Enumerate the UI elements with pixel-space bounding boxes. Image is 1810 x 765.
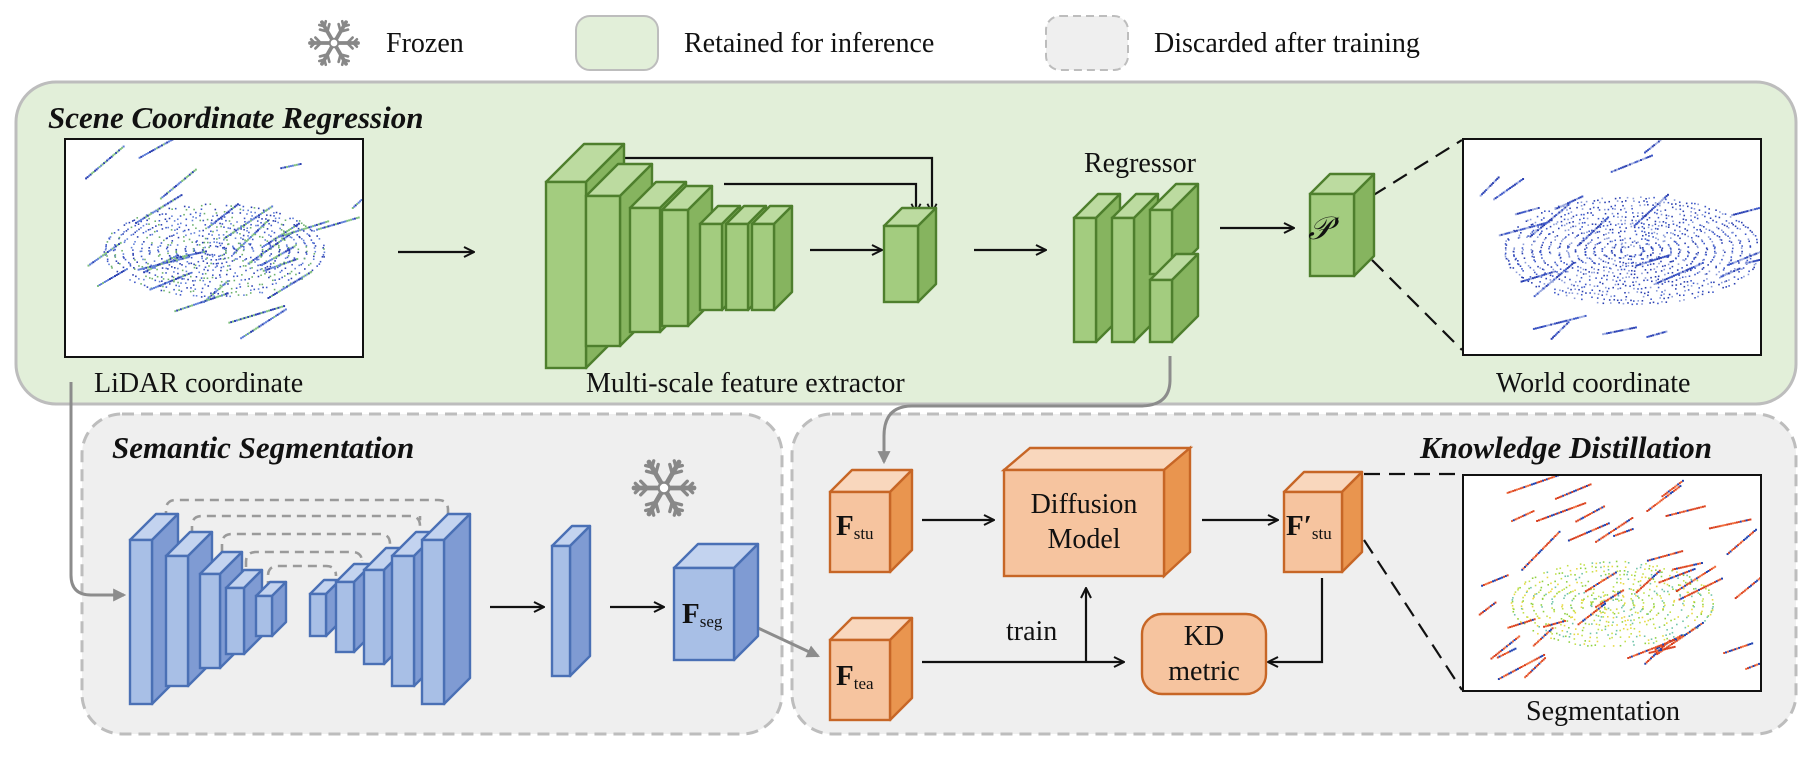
lidar-point-cloud-image <box>64 138 364 358</box>
seg-head-block <box>552 526 590 676</box>
segmentation-label: Segmentation <box>1526 698 1680 726</box>
snowflake-icon <box>310 21 358 64</box>
legend-frozen-label: Frozen <box>386 30 464 58</box>
legend-retained-label: Retained for inference <box>684 30 934 58</box>
f-tea-label: Ftea <box>836 662 874 692</box>
scr-title: Scene Coordinate Regression <box>48 102 423 133</box>
extractor-block-7 <box>752 206 792 310</box>
legend-discarded-swatch <box>1046 16 1128 70</box>
world-label: World coordinate <box>1496 370 1690 398</box>
kd-title: Knowledge Distillation <box>1420 432 1712 463</box>
world-point-cloud-image <box>1462 138 1762 356</box>
legend-retained-swatch <box>576 16 658 70</box>
f-stu-prime-label: F′stu <box>1286 512 1332 542</box>
seg-encoder-block-5 <box>256 582 286 636</box>
regressor-label: Regressor <box>1084 150 1196 178</box>
train-label: train <box>1006 618 1057 646</box>
lidar-label: LiDAR coordinate <box>94 370 303 398</box>
seg-title: Semantic Segmentation <box>112 432 414 463</box>
fused-feature-block <box>884 208 936 302</box>
f-seg-label: Fseg <box>682 600 722 630</box>
f-stu-label: Fstu <box>836 512 874 542</box>
legend-discarded-label: Discarded after training <box>1154 30 1420 58</box>
segmentation-point-cloud-image <box>1462 474 1762 692</box>
p-prime-label: 𝒫′ <box>1308 212 1338 244</box>
extractor-label: Multi-scale feature extractor <box>586 370 905 398</box>
seg-decoder-block-5 <box>422 514 470 704</box>
